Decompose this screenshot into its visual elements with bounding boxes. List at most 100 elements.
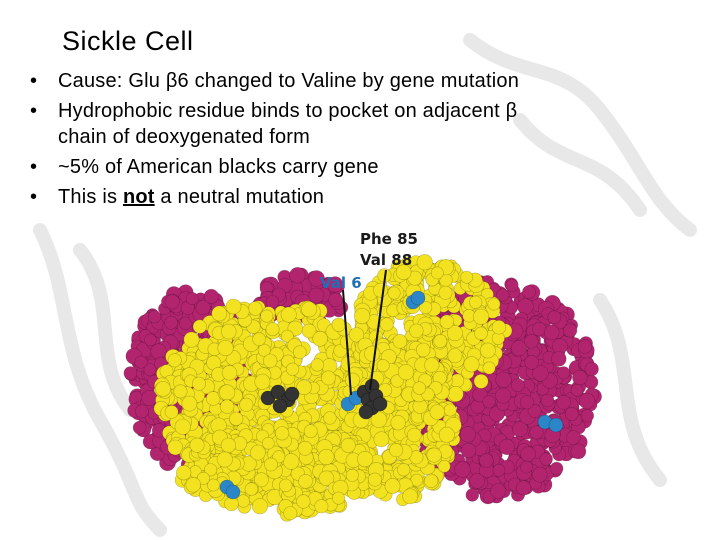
atom-sphere xyxy=(439,314,455,329)
atom-sphere xyxy=(527,404,542,418)
atom-sphere xyxy=(357,451,374,468)
atom-sphere xyxy=(379,317,394,332)
atom-sphere xyxy=(164,294,180,310)
atom-sphere xyxy=(253,472,269,488)
atom-sphere xyxy=(143,363,157,377)
atom-sphere xyxy=(517,298,534,315)
atom-sphere xyxy=(181,395,198,412)
atom-sphere xyxy=(185,477,201,493)
atom-sphere xyxy=(446,325,463,342)
atom-sphere xyxy=(167,353,182,368)
atom-sphere xyxy=(547,310,562,325)
pocket-atom-sphere xyxy=(372,396,388,412)
atom-sphere xyxy=(328,292,343,307)
atom-sphere xyxy=(397,463,411,477)
atom-sphere xyxy=(263,353,278,369)
atom-sphere xyxy=(577,339,593,354)
atom-sphere xyxy=(123,366,138,380)
atom-sphere xyxy=(520,446,536,463)
atom-sphere xyxy=(512,420,529,437)
atom-sphere xyxy=(529,425,544,440)
atom-sphere xyxy=(297,440,313,456)
atom-sphere xyxy=(373,282,388,298)
atom-sphere xyxy=(257,343,271,357)
atom-sphere xyxy=(189,437,205,453)
atom-sphere xyxy=(320,370,336,386)
atom-sphere xyxy=(283,506,298,521)
atom-sphere xyxy=(296,379,312,396)
atom-sphere xyxy=(217,339,234,357)
atom-sphere xyxy=(174,418,191,435)
atom-sphere xyxy=(298,473,313,489)
atom-sphere xyxy=(318,470,335,487)
atom-sphere xyxy=(469,295,483,309)
atom-sphere xyxy=(482,395,496,409)
pocket-atom-sphere xyxy=(272,398,288,414)
atom-sphere xyxy=(144,333,157,347)
atom-sphere xyxy=(183,331,200,348)
atom-sphere xyxy=(416,254,433,271)
atom-sphere xyxy=(150,343,167,360)
atom-sphere xyxy=(260,309,274,323)
atom-sphere xyxy=(563,323,578,338)
atom-sphere xyxy=(279,478,293,493)
atom-sphere xyxy=(164,315,178,330)
atom-sphere xyxy=(192,376,207,391)
atom-sphere xyxy=(134,355,148,369)
atom-sphere xyxy=(472,308,490,325)
atom-sphere xyxy=(438,426,455,443)
atom-sphere xyxy=(179,316,193,330)
atom-sphere xyxy=(487,297,501,311)
emphasis-not: not xyxy=(122,186,155,208)
atom-sphere xyxy=(219,399,235,414)
atom-sphere xyxy=(438,285,453,300)
atom-sphere xyxy=(344,372,360,388)
atom-sphere xyxy=(244,482,259,496)
atom-sphere xyxy=(551,351,567,367)
atom-sphere xyxy=(492,463,506,477)
atom-sphere xyxy=(192,319,207,334)
atom-sphere xyxy=(248,301,263,316)
atom-sphere xyxy=(323,411,337,425)
atom-sphere xyxy=(312,330,329,347)
atom-sphere xyxy=(540,393,555,408)
atom-sphere xyxy=(397,364,415,381)
atom-sphere xyxy=(349,327,365,343)
slide-title: Sickle Cell xyxy=(62,26,194,56)
atom-sphere xyxy=(570,443,587,460)
atom-sphere xyxy=(459,426,477,443)
atom-sphere xyxy=(296,494,311,509)
beta-symbol: β xyxy=(505,100,518,122)
atom-sphere xyxy=(412,381,426,395)
atom-sphere xyxy=(443,403,457,417)
atom-sphere xyxy=(570,383,584,397)
atom-sphere xyxy=(196,471,210,485)
atom-sphere xyxy=(447,348,463,364)
atom-sphere xyxy=(572,369,588,386)
atom-sphere xyxy=(263,457,278,472)
highlight-atom-sphere xyxy=(225,484,241,500)
atom-sphere xyxy=(236,494,250,508)
pocket-atom-sphere xyxy=(284,386,300,402)
atom-sphere xyxy=(465,488,479,502)
atom-sphere xyxy=(510,340,528,357)
bullet-carriers: • ~5% of American blacks carry gene xyxy=(30,156,379,178)
pocket-atom-sphere xyxy=(358,404,374,420)
label-phe85: Phe 85 xyxy=(360,230,418,248)
atom-sphere xyxy=(409,323,424,339)
pointer-lines xyxy=(342,269,387,396)
label-val88: Val 88 xyxy=(360,251,412,269)
atom-sphere xyxy=(406,427,422,443)
atom-sphere xyxy=(367,472,382,487)
bullet-not-neutral: • This is not a neutral mutation xyxy=(30,186,325,208)
atom-sphere xyxy=(482,361,496,375)
highlight-atom-sphere xyxy=(548,417,564,433)
atom-sphere xyxy=(206,478,220,492)
atom-sphere xyxy=(539,452,553,466)
atom-sphere xyxy=(520,460,533,474)
atom-sphere xyxy=(376,359,390,373)
atom-sphere xyxy=(390,374,404,388)
atom-sphere xyxy=(496,288,510,302)
atom-sphere xyxy=(433,334,448,348)
